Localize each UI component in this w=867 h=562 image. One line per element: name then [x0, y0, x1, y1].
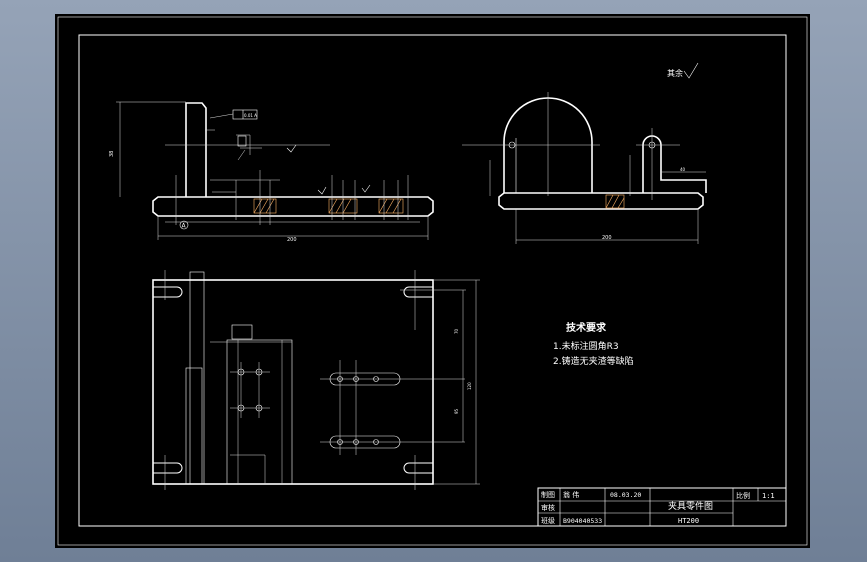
side-offset-label: 40	[680, 167, 686, 172]
plan-slot-tr	[403, 286, 433, 298]
plan-slot-tl	[153, 286, 183, 298]
datum-letter: A	[182, 223, 187, 230]
plan-slot-bl	[153, 462, 183, 474]
tb-class-code: B904040533	[563, 517, 602, 525]
plan-height-inner-label: 70	[454, 328, 459, 334]
tb-date: 08.03.20	[610, 491, 641, 499]
plan-center-block	[226, 339, 293, 485]
tb-checker-label: 审核	[541, 503, 555, 512]
tb-drawer-name: 翁 伟	[563, 490, 579, 499]
front-height-label: 38	[109, 151, 115, 157]
plan-height-outer-label: 120	[467, 382, 472, 390]
tb-scale-value: 1:1	[762, 492, 775, 500]
tb-drawing-title: 夹具零件图	[668, 500, 713, 512]
tb-school-label: 班级	[541, 516, 555, 525]
tech-requirements: 技术要求 1.未标注圆角R3 2.铸造无夹渣等缺陷	[553, 321, 634, 367]
front-view: 38 200 A 0.01 A	[109, 101, 434, 243]
tolerance-text: 0.01 A	[244, 113, 257, 118]
datum-circle	[179, 220, 189, 230]
sheet-outer-frame	[57, 16, 808, 546]
side-section	[605, 194, 625, 209]
tb-material: HT200	[678, 517, 699, 525]
plan-slot-br	[403, 462, 433, 474]
plan-view: 70 120 95	[152, 270, 480, 490]
surface-note: 其余	[667, 68, 683, 78]
tb-scale-label: 比例	[736, 491, 750, 500]
front-upright	[185, 102, 207, 197]
tech-item-1: 1.未标注圆角R3	[553, 340, 619, 352]
front-slot-section-3	[378, 198, 404, 214]
tech-item-2: 2.铸造无夹渣等缺陷	[553, 355, 634, 367]
plan-height-mid-label: 95	[454, 408, 459, 414]
title-block: 制图 翁 伟 08.03.20 审核 班级 B904040533 夹具零件图 H…	[537, 487, 787, 527]
front-width-label: 200	[287, 237, 297, 243]
tolerance-frame	[232, 109, 258, 120]
tb-drawer-label: 制图	[541, 490, 555, 499]
tech-title: 技术要求	[566, 321, 607, 334]
side-width-label: 200	[602, 235, 612, 241]
front-slot-section-1	[253, 198, 277, 214]
plan-outline	[152, 279, 434, 485]
side-view: 200 40	[462, 92, 707, 244]
roughness-symbol	[683, 62, 699, 79]
side-hole-left	[508, 141, 516, 149]
sheet-inner-frame	[78, 34, 787, 527]
